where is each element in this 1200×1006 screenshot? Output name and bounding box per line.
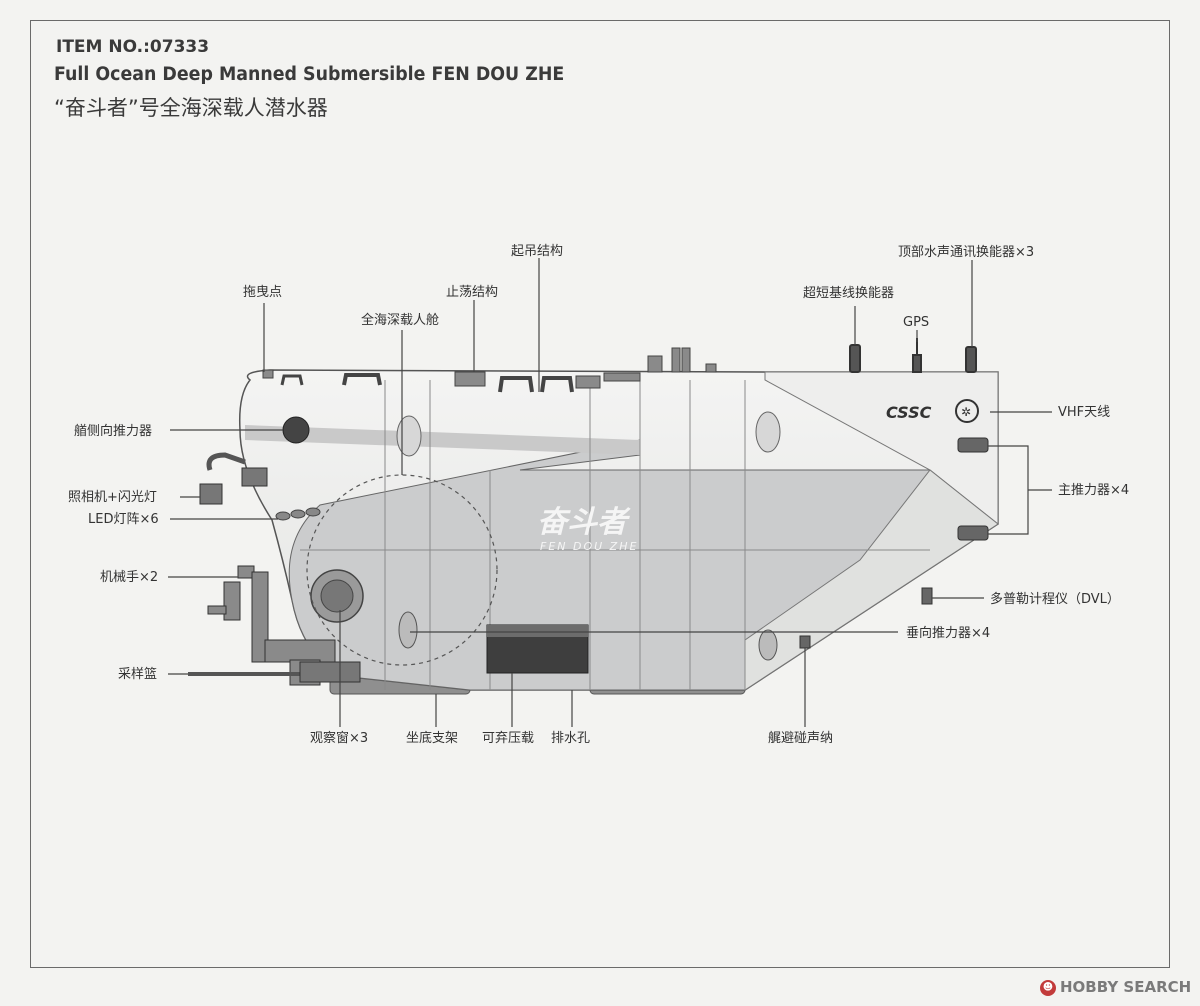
submersible-hull: CSSC ✲ 奋斗者 FEN DOU ZHE <box>188 338 999 695</box>
label-vertical-thruster: 垂向推力器×4 <box>906 625 990 641</box>
hull-name-cn: 奋斗者 <box>537 505 631 540</box>
label-sample-basket: 采样篮 <box>118 667 157 682</box>
label-drain-hole: 排水孔 <box>551 731 590 746</box>
cssc-logo: CSSC <box>886 403 932 422</box>
watermark: HOBBY SEARCH <box>1060 978 1192 996</box>
label-viewport: 观察窗×3 <box>310 730 368 746</box>
item-number: ITEM NO.:07333 <box>56 37 210 57</box>
callout-labels: 拖曳点 起吊结构 止荡结构 全海深载人舱 超短基线换能器 GPS 顶部水声通讯换… <box>68 244 1129 746</box>
label-manned-cabin: 全海深载人舱 <box>361 312 439 328</box>
label-main-thruster: 主推力器×4 <box>1058 483 1129 498</box>
page-frame <box>30 20 1170 968</box>
label-led-array: LED灯阵×6 <box>88 512 159 527</box>
manned-cabin-outline <box>306 474 498 666</box>
label-ballast: 可弃压载 <box>482 731 534 746</box>
label-lifting-structure: 起吊结构 <box>511 244 563 259</box>
label-camera-flash: 照相机+闪光灯 <box>68 490 157 505</box>
label-landing-frame: 坐底支架 <box>406 730 458 746</box>
label-dvl: 多普勒计程仪（DVL） <box>990 591 1120 607</box>
label-top-acoustic: 顶部水声通讯换能器×3 <box>898 245 1034 260</box>
leader-lines <box>168 258 1052 727</box>
label-manipulator: 机械手×2 <box>100 570 158 585</box>
page-title: Full Ocean Deep Manned Submersible FEN D… <box>54 64 565 85</box>
bow-thruster-shape <box>282 416 310 444</box>
label-gps: GPS <box>903 315 929 330</box>
label-vhf: VHF天线 <box>1058 405 1110 420</box>
label-bow-thruster: 艏侧向推力器 <box>74 423 152 439</box>
watermark-icon: ☻ <box>1040 980 1056 996</box>
label-obstacle-sonar: 艉避碰声纳 <box>768 731 833 746</box>
label-usbl: 超短基线换能器 <box>803 286 894 301</box>
hull-name-en: FEN DOU ZHE <box>540 540 638 553</box>
label-tow-point: 拖曳点 <box>243 285 282 300</box>
svg-text:✲: ✲ <box>961 405 971 419</box>
label-anti-sway: 止荡结构 <box>446 285 498 300</box>
hull-stripe <box>245 425 640 455</box>
page-title-cn: “奋斗者”号全海深载人潜水器 <box>54 96 328 120</box>
